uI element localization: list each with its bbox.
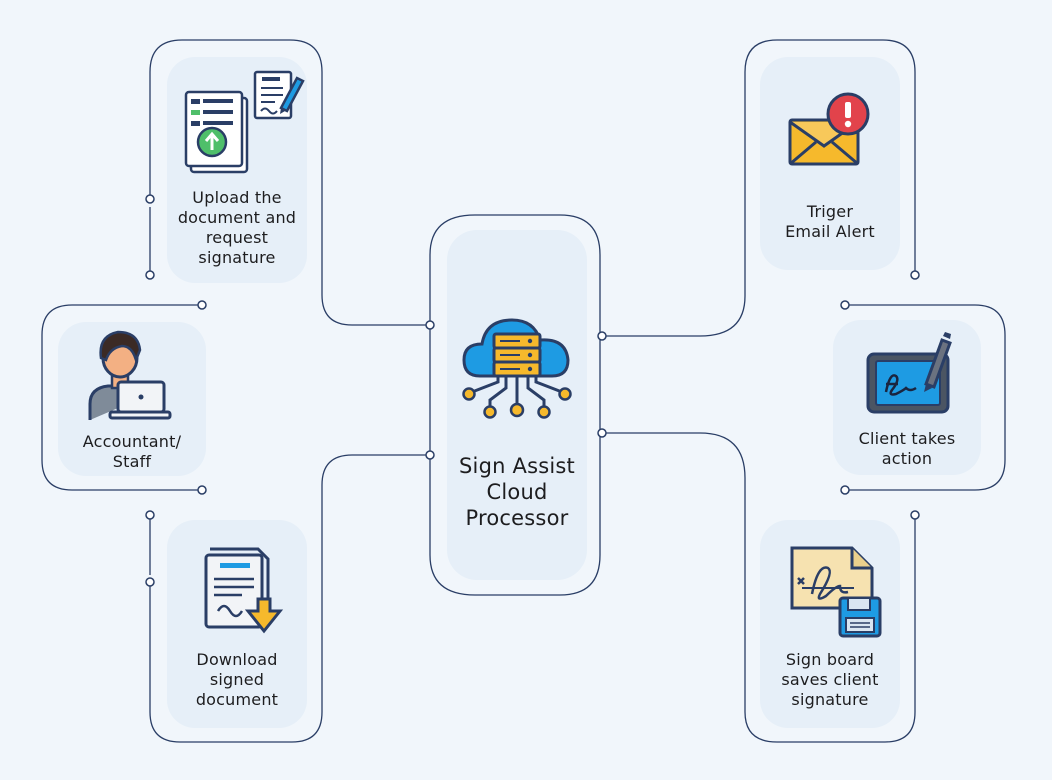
client-label-line: Client takes [858, 429, 956, 448]
accountant-label-line: Accountant/ [82, 432, 182, 451]
center-frame [429, 214, 601, 596]
center-label: Sign Assist Cloud Processor [447, 453, 587, 531]
cloud-server-icon [462, 318, 572, 419]
accountant-laptop-icon [88, 330, 172, 420]
download-label: Download signed document [167, 650, 307, 710]
upload-label-line: Upload the [192, 188, 282, 207]
download-label-line: signed [209, 670, 265, 689]
download-label-line: document [195, 690, 279, 709]
upload-label-line: document and [177, 208, 297, 227]
center-label-line: Sign Assist [459, 454, 575, 478]
email-label: Triger Email Alert [760, 202, 900, 242]
signboard-label-line: signature [791, 690, 869, 709]
upload-document-icon [184, 70, 305, 174]
client-label-line: action [881, 449, 933, 468]
signboard-frame [602, 432, 916, 743]
center-label-line: Cloud [486, 480, 548, 504]
download-document-icon [204, 547, 284, 634]
email-label-line: Triger [806, 202, 854, 221]
signature-tablet-icon [866, 332, 952, 414]
accountant-frame [41, 304, 202, 491]
client-frame [845, 304, 1006, 491]
accountant-label: Accountant/ Staff [58, 432, 206, 472]
signboard-label-line: Sign board [785, 650, 875, 669]
center-label-line: Processor [465, 506, 569, 530]
client-label: Client takes action [833, 429, 981, 469]
download-frame [149, 454, 430, 743]
email-frame [602, 39, 916, 337]
signature-save-icon [790, 546, 882, 638]
signboard-label: Sign board saves client signature [760, 650, 900, 710]
email-label-line: Email Alert [785, 222, 875, 241]
upload-frame [149, 39, 430, 326]
upload-label: Upload the document and request signatur… [167, 188, 307, 268]
upload-label-line: request [205, 228, 269, 247]
upload-label-line: signature [198, 248, 276, 267]
download-label-line: Download [196, 650, 278, 669]
accountant-label-line: Staff [112, 452, 152, 471]
signboard-label-line: saves client [781, 670, 879, 689]
email-alert-icon [788, 92, 870, 166]
